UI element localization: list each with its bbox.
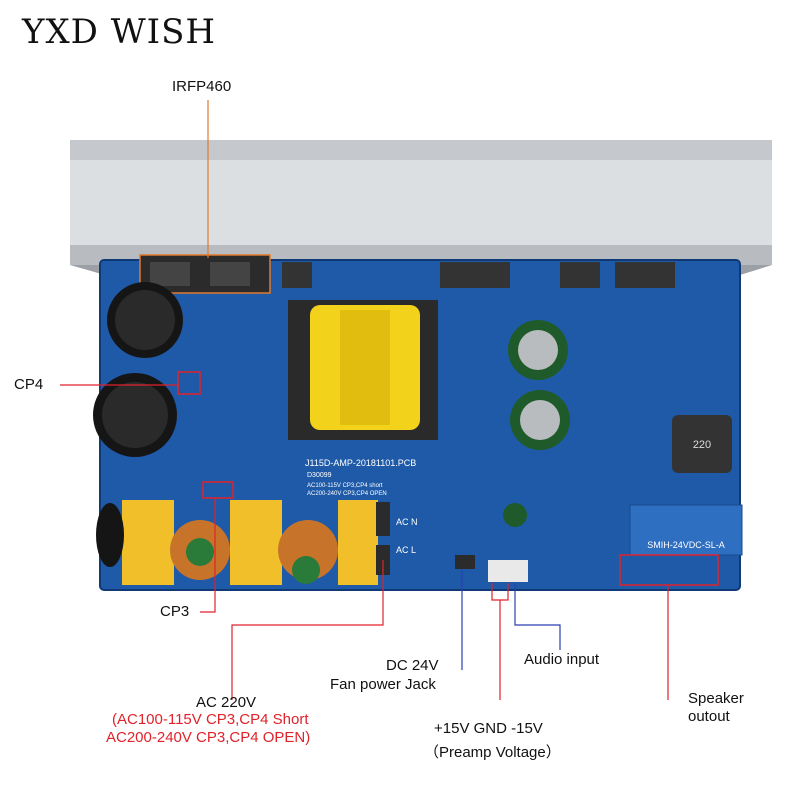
- preamp-voltage-label: （Preamp Voltage）: [424, 744, 561, 761]
- x-capacitors: [122, 500, 378, 585]
- ac220-label: AC 220V: [196, 694, 257, 711]
- cp4-label: CP4: [14, 376, 44, 393]
- pcb-ac1-text: AC100-115V CP3,CP4 short: [307, 483, 383, 489]
- ac-note-line1: (AC100-115V CP3,CP4 Short: [112, 711, 309, 728]
- speaker-output-label: outout: [688, 708, 730, 725]
- preamp-rails-label: +15V GND -15V: [434, 720, 543, 737]
- irfp460-label: IRFP460: [172, 78, 232, 95]
- dc24v-label: DC 24V: [386, 657, 439, 674]
- relay-marking: SMIH-24VDC-SL-A: [647, 540, 725, 550]
- pcb-acn-text: AC N: [396, 517, 418, 527]
- pcb-code-text: D30099: [307, 472, 332, 479]
- audio-input-label: Audio input: [524, 651, 600, 668]
- ac-note-line2: AC200-240V CP3,CP4 OPEN): [106, 729, 311, 746]
- fan-jack-label: Fan power Jack: [330, 676, 436, 693]
- pcb-acl-text: AC L: [396, 545, 416, 555]
- bulk-capacitors: [93, 282, 183, 457]
- transformer: [288, 300, 438, 440]
- pcb-model-text: J115D-AMP-20181101.PCB: [305, 458, 416, 468]
- leader-lines: [60, 100, 669, 700]
- output-inductor: 220: [672, 415, 732, 473]
- pcb-silkscreen: J115D-AMP-20181101.PCB D30099 AC100-115V…: [305, 458, 418, 555]
- cp3-label: CP3: [160, 603, 190, 620]
- relay: SMIH-24VDC-SL-A: [629, 504, 743, 556]
- pcb-ac2-text: AC200-240V CP3,CP4 OPEN: [307, 491, 387, 497]
- inductor-marking: 220: [693, 439, 711, 451]
- filter-capacitors: [503, 320, 570, 527]
- brand-logo-text: YXD WISH: [22, 12, 217, 52]
- speaker-label: Speaker: [688, 690, 744, 707]
- connectors: [455, 554, 719, 586]
